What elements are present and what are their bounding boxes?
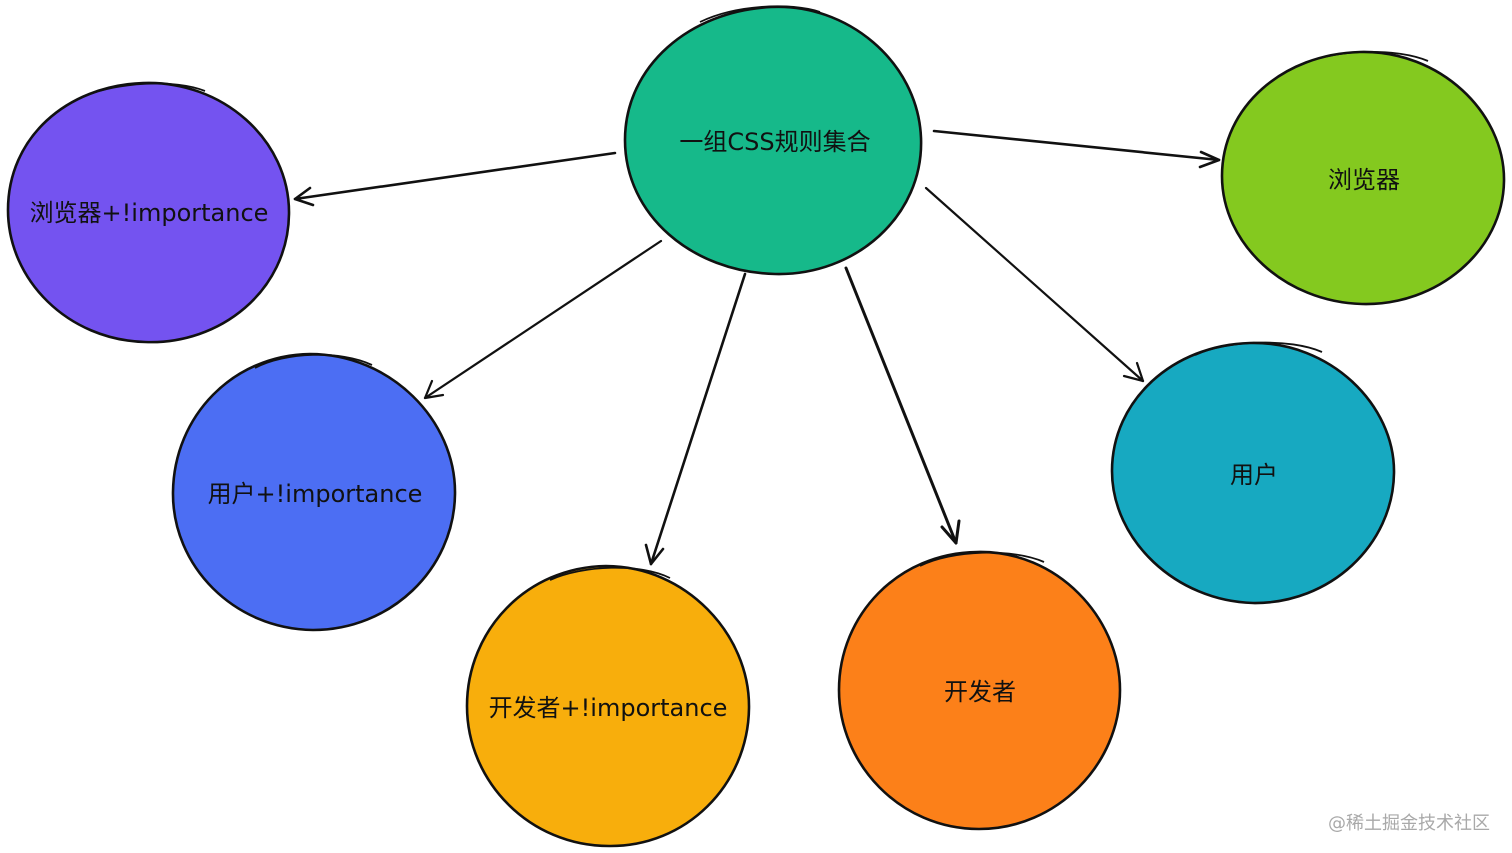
node-browser: 浏览器 [1220,50,1506,306]
node-browser-important-label: 浏览器+!importance [30,199,269,227]
node-developer-important: 开发者+!importance [465,564,751,848]
node-user-important: 用户+!importance [171,352,457,632]
node-user-label: 用户 [1230,461,1278,489]
node-center: 一组CSS规则集合 [623,5,923,276]
node-developer-label: 开发者 [944,678,1016,706]
node-browser-important: 浏览器+!importance [6,81,291,344]
node-user-important-label: 用户+!importance [208,480,423,508]
node-developer-important-label: 开发者+!importance [489,694,728,722]
node-center-label: 一组CSS规则集合 [679,128,870,156]
node-developer: 开发者 [837,550,1122,831]
node-browser-label: 浏览器 [1328,166,1400,194]
edge-center-to-user [924,186,1145,383]
watermark: @稀土掘金技术社区 [1328,813,1490,834]
edge-center-to-developer-important [644,272,747,566]
edge-center-to-user-important [423,239,663,400]
edge-center-to-developer [844,266,961,545]
node-user: 用户 [1110,341,1396,605]
edge-center-to-browser-important [293,151,617,207]
edge-center-to-browser [932,129,1221,169]
